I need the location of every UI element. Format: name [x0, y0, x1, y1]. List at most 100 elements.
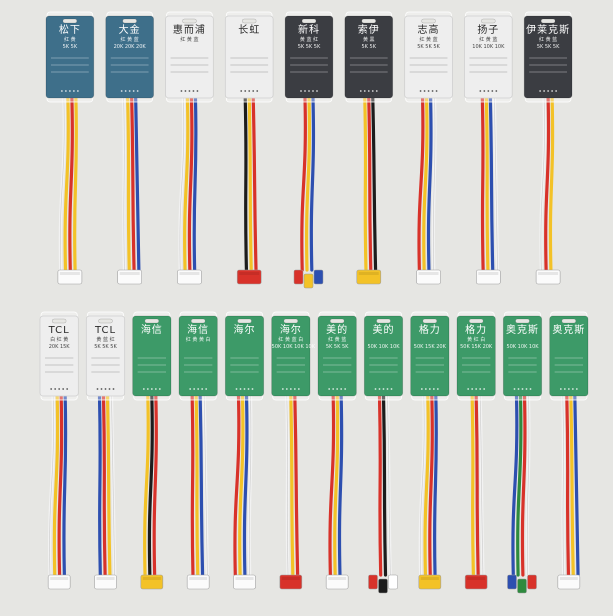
hang-hole [51, 318, 67, 324]
connector-plug [293, 269, 304, 285]
wire-blue [573, 394, 580, 577]
wire-yellow [126, 96, 131, 272]
harness-item [523, 11, 573, 285]
wire-yellow [289, 394, 295, 577]
wire-red [190, 394, 195, 577]
pcb-board [549, 315, 589, 397]
solder-pad [547, 90, 550, 92]
connector-ridge [559, 577, 578, 580]
connector-plug [313, 269, 324, 285]
harness-item [132, 311, 172, 590]
board-resistance: 50K 15K 20K [460, 344, 493, 350]
pcb-board [284, 15, 334, 99]
solder-pad [312, 90, 314, 92]
solder-pad [431, 90, 434, 92]
solder-pad [428, 388, 431, 390]
solder-pad [104, 388, 107, 390]
wire-white-edge [387, 395, 391, 576]
connector-plug [140, 574, 164, 590]
connector-ridge [235, 577, 254, 580]
wire-white-edge [286, 395, 289, 576]
harness-item [363, 311, 404, 594]
board-name: 奥克斯 [552, 325, 586, 336]
board-resistance: 50K 10K 10K 10K [271, 344, 315, 350]
solder-pad [563, 388, 566, 390]
board-resistance: 20K 15K [48, 344, 70, 350]
solder-pad [419, 90, 422, 92]
hang-hole [361, 18, 377, 24]
wire-white-edge [479, 395, 484, 576]
solder-pad [193, 388, 196, 390]
wire-blue [192, 96, 198, 272]
wire-red [520, 394, 527, 577]
connector-ridge [420, 577, 439, 580]
hang-hole [421, 18, 436, 24]
wire-yellow [304, 96, 312, 272]
harness-item [317, 311, 357, 590]
solder-pad [240, 90, 243, 92]
solder-pad [332, 388, 335, 390]
solder-pad [239, 388, 242, 390]
connector-ridge [281, 577, 300, 580]
hang-hole [301, 18, 317, 24]
solder-pad [248, 90, 251, 92]
board-name: 海尔 [279, 325, 302, 336]
wire-yellow [333, 394, 340, 577]
connector-ridge [50, 577, 69, 580]
wire-white-edge [203, 395, 208, 576]
wire-yellow [423, 394, 430, 577]
solder-pad [120, 90, 123, 92]
hang-hole [561, 318, 577, 324]
solder-pad [479, 90, 482, 92]
solder-pad [378, 388, 381, 390]
connector-ridge [119, 272, 140, 275]
harness-item [404, 11, 453, 285]
hang-hole [62, 18, 78, 24]
harness-item [344, 11, 394, 285]
solder-pad [300, 90, 302, 92]
wire-yellow [143, 394, 150, 577]
pcb-board [523, 15, 573, 99]
wire-red [152, 394, 158, 577]
connector-plug [527, 574, 537, 590]
pcb-board [344, 15, 394, 99]
solder-pad [293, 388, 296, 390]
solder-pad [62, 388, 65, 390]
wire-yellow [194, 394, 200, 577]
connector-plug [418, 574, 442, 590]
wire-white-edge [526, 395, 530, 576]
solder-pad [336, 388, 339, 390]
pcb-board [410, 315, 450, 397]
solder-pad [196, 90, 199, 92]
board-name: 新科 [297, 25, 320, 36]
hang-hole [283, 318, 299, 324]
board-wire-colors: 红 黄 蓝 [328, 337, 347, 343]
board-name: TCL [48, 325, 70, 336]
board-name: 格力 [418, 325, 441, 336]
wire-blue [97, 394, 102, 577]
wire-white-edge [111, 395, 115, 576]
board-name: 美的 [326, 325, 349, 336]
wire-red [417, 96, 425, 272]
wire-blue [242, 394, 249, 577]
board-name: 长虹 [238, 25, 261, 36]
wire-red [251, 96, 258, 272]
solder-pad [525, 388, 528, 390]
solder-pad [539, 90, 542, 92]
pcb-board [132, 315, 172, 397]
harness-item [85, 311, 126, 590]
hang-hole [540, 18, 556, 24]
solder-pad [435, 90, 438, 92]
solder-pad [188, 90, 191, 92]
solder-pad [68, 90, 71, 92]
solder-pad [423, 90, 426, 92]
solder-pad [420, 388, 423, 390]
board-wire-colors: 黄 蓝 红 [96, 337, 115, 343]
board-wire-colors: 白 红 黄 [50, 337, 69, 343]
solder-pad [344, 388, 347, 390]
wire-yellow [63, 96, 70, 272]
wire-white-edge [248, 395, 252, 576]
board-name: 海信 [187, 325, 210, 336]
connector-plug [464, 574, 488, 590]
wire-red [377, 394, 383, 577]
